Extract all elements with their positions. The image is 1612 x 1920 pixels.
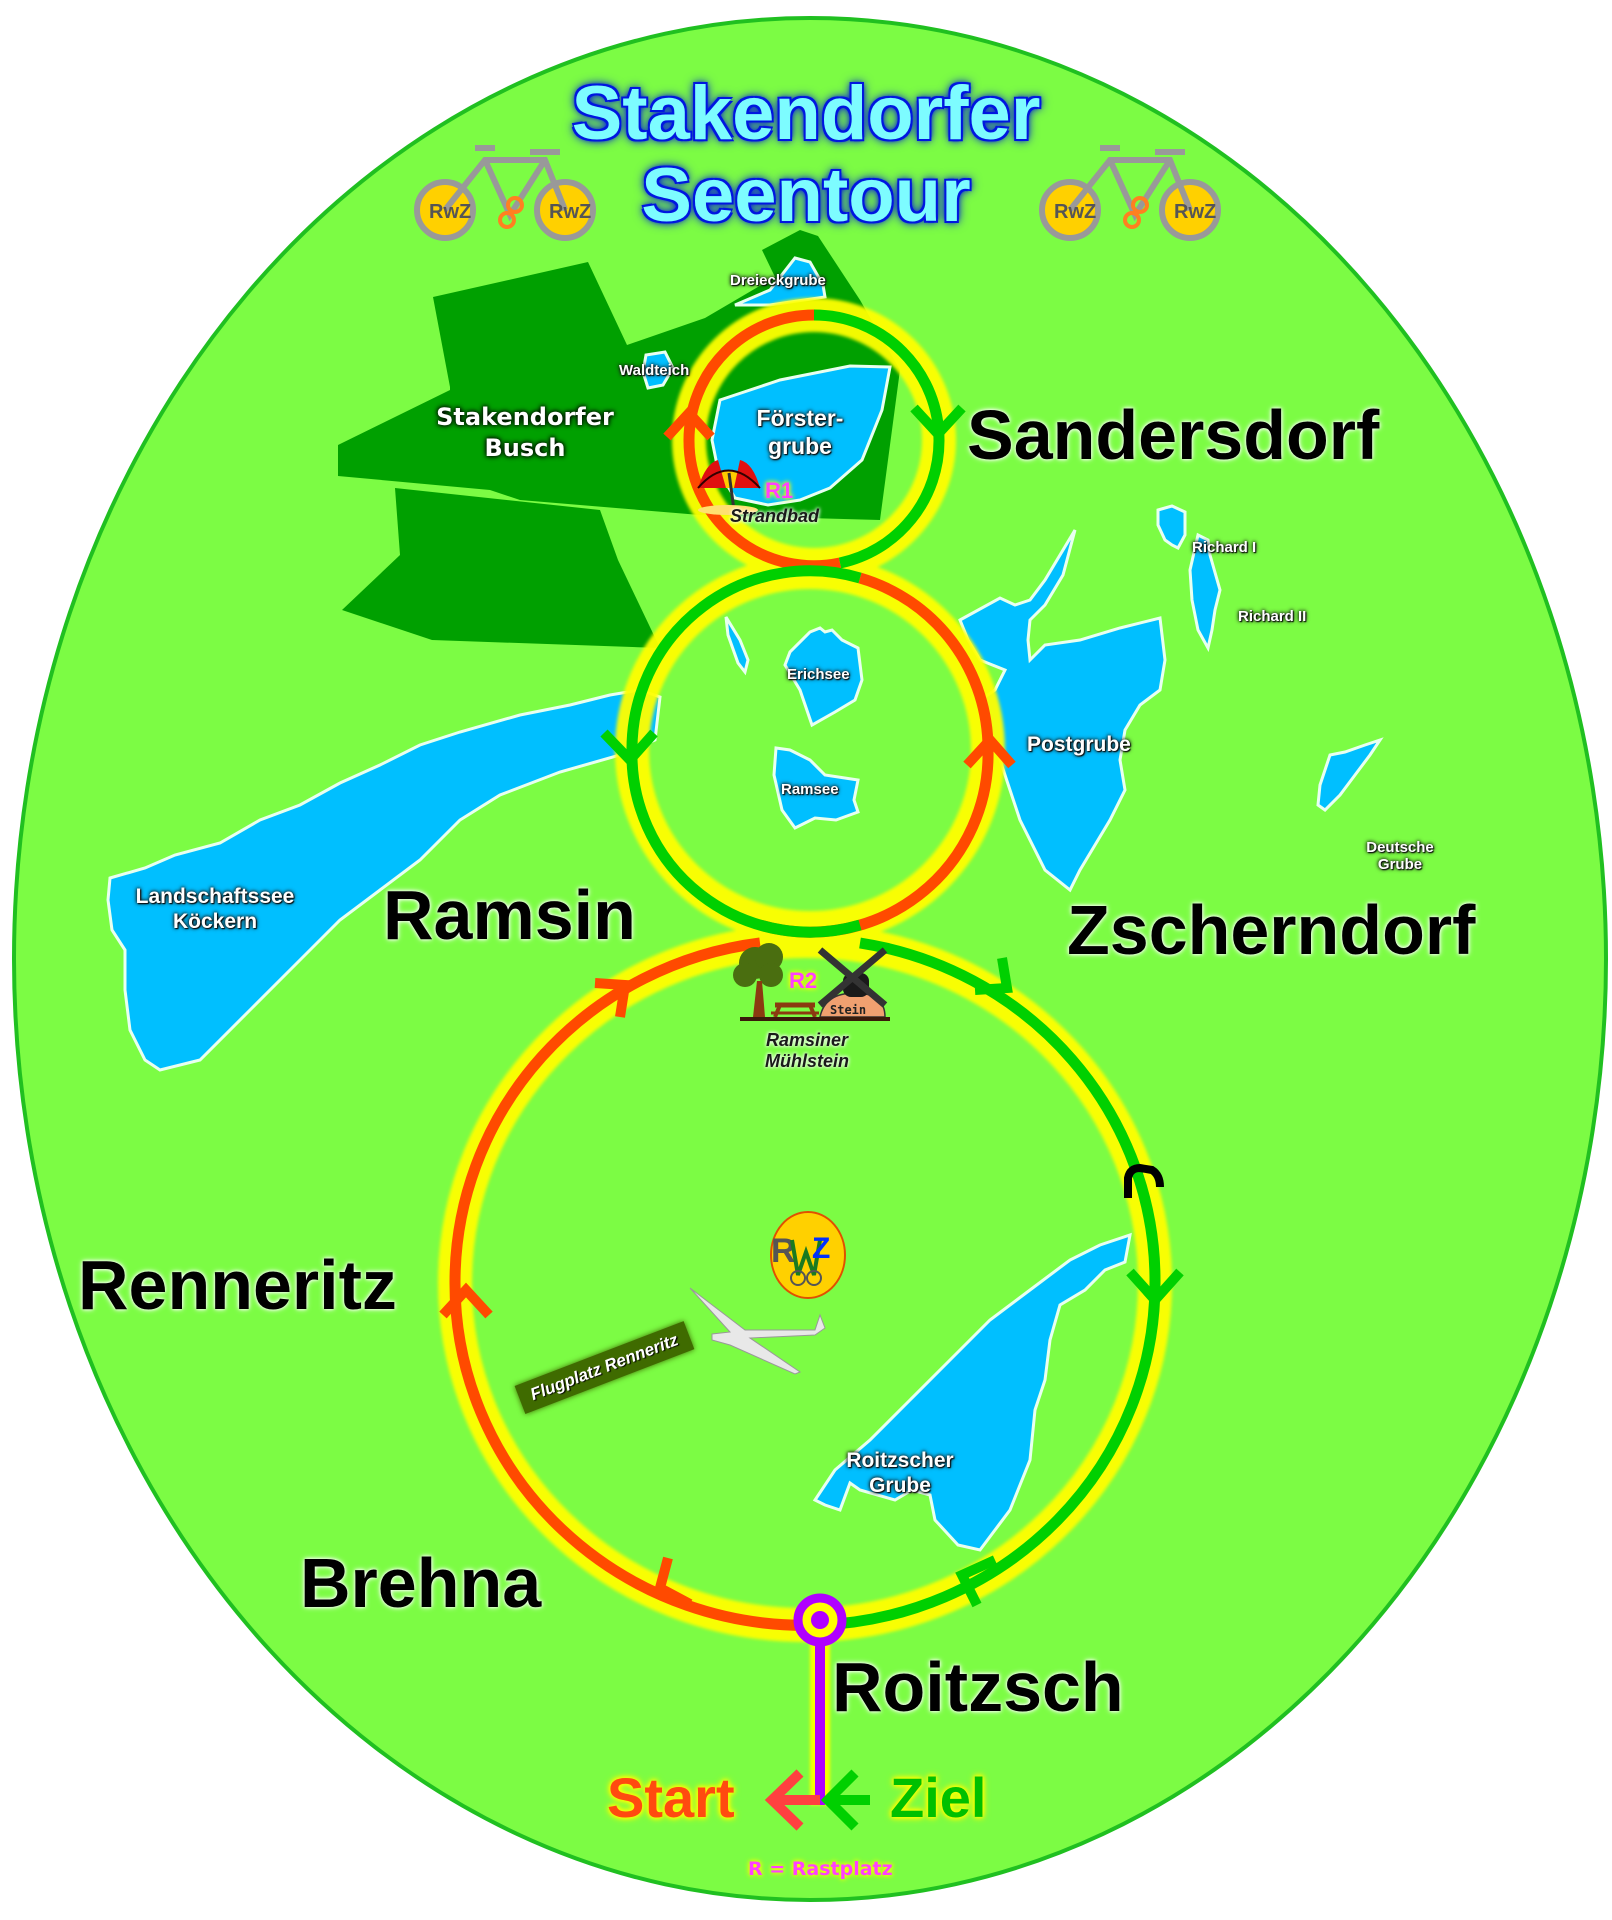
lake-label-erichsee: Erichsee: [787, 666, 850, 683]
lake-landschaftssee-koeckern: [106, 688, 662, 1072]
town-ramsin: Ramsin: [383, 876, 636, 954]
lake-roitzscher-grube: [812, 1232, 1132, 1552]
lake-label-roitzscher-grube: Roitzscher Grube: [835, 1448, 965, 1498]
town-renneritz: Renneritz: [78, 1246, 397, 1324]
bicycle-logo-icon: RwZ RwZ: [1039, 145, 1221, 241]
lake-label-foerstergrube-line1: Förster-: [756, 405, 844, 431]
ziel-arrow-icon: [820, 1769, 870, 1831]
map-title-line1: Stakendorfer: [571, 71, 1041, 156]
windmill-picnic-icon: [733, 943, 890, 1021]
start-label: Start: [607, 1766, 735, 1829]
rest-stop-r1-name: Strandbad: [730, 506, 820, 526]
lake-label-deutsche-grube-line2: Grube: [1377, 855, 1423, 873]
ziel-label: Ziel: [890, 1766, 987, 1829]
lake-label-foerstergrube: Förster- grube: [735, 405, 865, 460]
lake-label-dreieckgrube: Dreieckgrube: [730, 272, 826, 289]
lake-erichsee: [783, 626, 864, 728]
rest-stop-r2-code: R2: [789, 968, 818, 993]
bicycle-logo-icon: RwZ RwZ: [414, 145, 596, 241]
glider-icon: [689, 1287, 826, 1375]
lake-label-postgrube: Postgrube: [1027, 733, 1131, 756]
lake-label-waldteich: Waldteich: [619, 362, 690, 379]
start-arrow-icon: [764, 1769, 820, 1831]
legend-rastplatz: R = Rastplatz: [748, 1858, 893, 1880]
lake-label-landschaftssee-koeckern: Landschaftssee Köckern: [120, 884, 310, 934]
lake-label-roitzscher-line1: Roitzscher: [846, 1449, 954, 1472]
lake-label-koeckern-line1: Landschaftssee: [135, 885, 295, 908]
forest-label-line2: Busch: [484, 434, 566, 463]
rest-stop-r1-code: R1: [765, 478, 794, 503]
forest-label: Stakendorfer Busch: [430, 402, 620, 464]
town-sandersdorf: Sandersdorf: [967, 396, 1380, 474]
rest-stop-r2-name: Ramsiner Mühlstein: [757, 1030, 857, 1071]
lake-small-sliver: [724, 616, 750, 676]
lake-label-richard-2: Richard II: [1238, 608, 1307, 625]
svg-text:RwZ: RwZ: [1054, 201, 1096, 223]
svg-text:RwZ: RwZ: [549, 201, 591, 223]
rest-stop-r2-name-line2: Mühlstein: [765, 1050, 849, 1071]
beach-umbrella-icon: [697, 460, 761, 515]
lake-label-foerstergrube-line2: grube: [768, 432, 832, 459]
lake-label-deutsche-grube-line1: Deutsche: [1366, 839, 1434, 856]
svg-text:RwZ: RwZ: [429, 201, 471, 223]
lake-label-roitzscher-line2: Grube: [869, 1474, 931, 1498]
svg-text:Z: Z: [812, 1232, 830, 1265]
lake-label-koeckern-line2: Köckern: [172, 910, 258, 934]
lake-deutsche-grube: [1316, 737, 1384, 812]
town-brehna: Brehna: [300, 1544, 542, 1622]
map-title: Stakendorfer Seentour: [0, 76, 1612, 234]
lake-richard-2: [1188, 532, 1222, 653]
forest-label-line1: Stakendorfer: [436, 403, 614, 431]
map-background-ellipse: [12, 16, 1608, 1902]
lake-richard-1: [1156, 504, 1187, 550]
lake-label-ramsee: Ramsee: [781, 781, 839, 798]
rest-stop-r2-name-line1: Ramsiner: [765, 1030, 849, 1050]
route-arrows-return: [600, 404, 1184, 1608]
rwz-logo-icon: R Z: [770, 1211, 846, 1299]
bridge-marker-icon: [1124, 1163, 1164, 1198]
lakes: [106, 256, 1384, 1552]
lake-ramsee: [772, 746, 860, 830]
start-finish-marker-icon: [793, 1593, 847, 1805]
map-title-line2: Seentour: [641, 153, 971, 238]
lake-label-richard-1: Richard I: [1192, 539, 1257, 556]
lake-label-deutsche-grube: Deutsche Grube: [1360, 839, 1440, 873]
town-zscherndorf: Zscherndorf: [1067, 891, 1476, 969]
lake-waldteich: [641, 350, 675, 390]
town-roitzsch: Roitzsch: [832, 1648, 1124, 1726]
svg-text:R: R: [771, 1232, 796, 1270]
route-arrows-outbound: [439, 405, 1016, 1609]
rest-stop-r2-sign: Stein: [830, 1003, 867, 1017]
svg-text:RwZ: RwZ: [1174, 201, 1216, 223]
